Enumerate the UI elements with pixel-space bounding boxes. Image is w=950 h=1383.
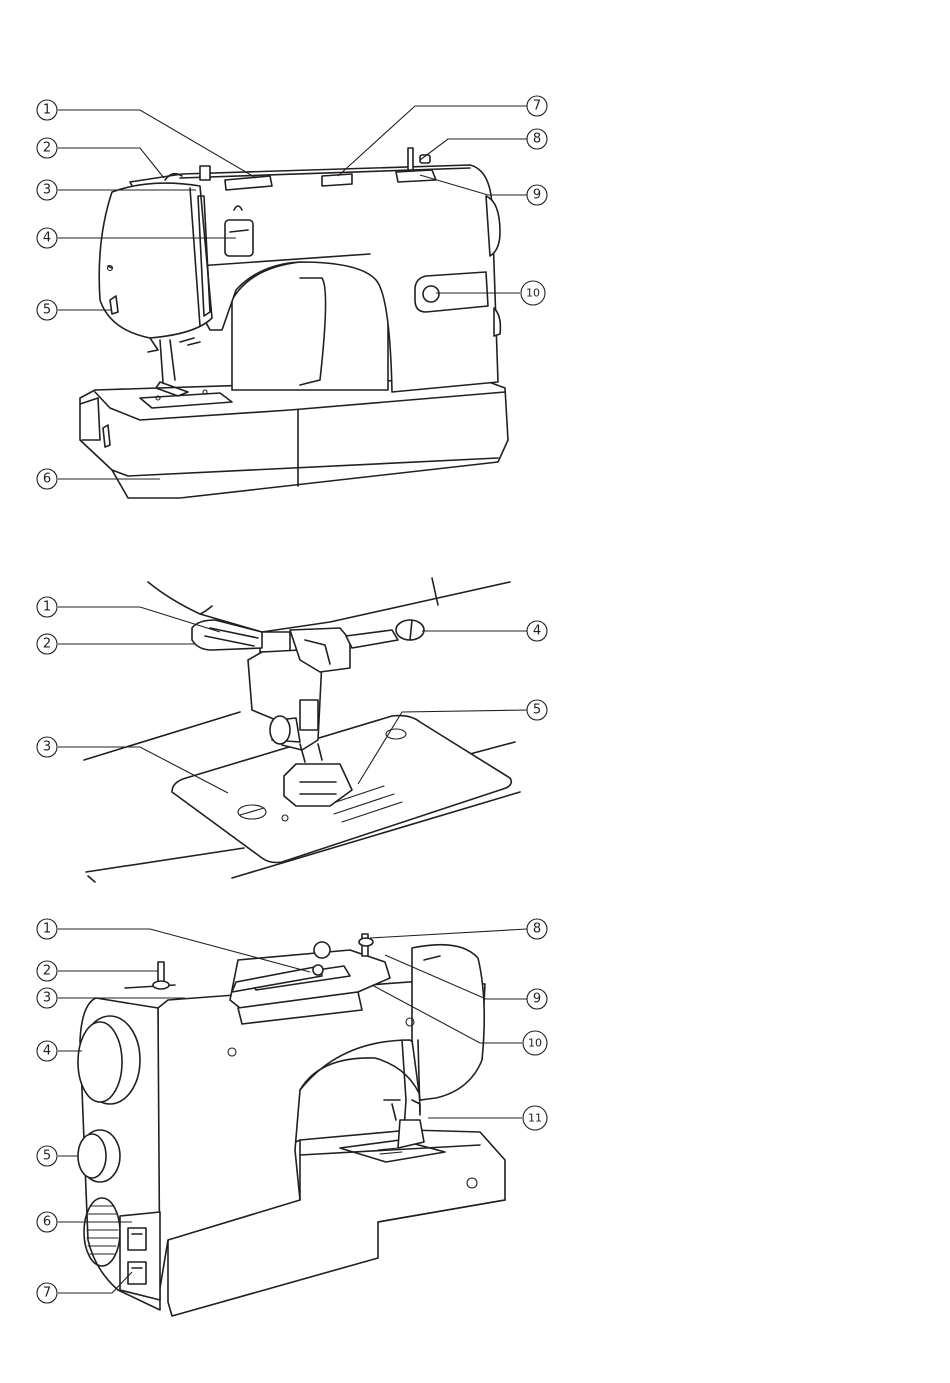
presser-foot-figure: 1 2 3 4 5 <box>37 578 547 882</box>
callout-badge: 2 <box>37 138 57 158</box>
callout-number: 4 <box>533 624 541 639</box>
callout-badge: 9 <box>527 185 547 205</box>
callout-badge: 1 <box>37 100 57 120</box>
callout-number: 1 <box>43 922 51 937</box>
callout-badge: 5 <box>527 700 547 720</box>
front-view-figure: 1 2 3 4 5 6 7 8 9 10 <box>37 96 547 498</box>
callout-number: 5 <box>533 703 541 718</box>
callout-number: 5 <box>43 1149 51 1164</box>
callout-badge: 1 <box>37 919 57 939</box>
callout-number: 11 <box>528 1112 542 1125</box>
callout-badge: 7 <box>37 1283 57 1303</box>
callout-number: 6 <box>43 1215 51 1230</box>
callout-number: 2 <box>43 964 51 979</box>
callout-badge: 7 <box>527 96 547 116</box>
callout-badge: 9 <box>527 989 547 1009</box>
callout-badge: 2 <box>37 634 57 654</box>
callout-badge: 6 <box>37 1212 57 1232</box>
callout-badge: 11 <box>523 1106 547 1130</box>
callout-number: 2 <box>43 637 51 652</box>
callout-number: 8 <box>533 132 541 147</box>
machine-front-drawing <box>80 148 508 498</box>
callout-badge: 10 <box>521 281 545 305</box>
machine-rear-drawing <box>78 934 505 1316</box>
presser-foot-drawing <box>84 578 520 882</box>
callout-badge: 4 <box>37 228 57 248</box>
callout-badge: 3 <box>37 180 57 200</box>
callout-badge: 3 <box>37 737 57 757</box>
rear-view-figure: 1 2 3 4 5 6 7 8 9 10 11 <box>37 919 547 1316</box>
callout-badge: 2 <box>37 961 57 981</box>
callout-number: 6 <box>43 472 51 487</box>
callout-badge: 4 <box>37 1041 57 1061</box>
callout-badge: 8 <box>527 919 547 939</box>
callout-number: 2 <box>43 141 51 156</box>
callout-badge: 5 <box>37 300 57 320</box>
callout-badge: 10 <box>523 1031 547 1055</box>
callout-number: 4 <box>43 231 51 246</box>
callout-number: 4 <box>43 1044 51 1059</box>
callout-number: 10 <box>526 287 540 300</box>
callout-number: 5 <box>43 303 51 318</box>
callout-number: 9 <box>533 992 541 1007</box>
callout-number: 1 <box>43 103 51 118</box>
callout-number: 8 <box>533 922 541 937</box>
callout-badge: 8 <box>527 129 547 149</box>
callout-badge: 1 <box>37 597 57 617</box>
callout-number: 7 <box>43 1286 51 1301</box>
callout-number: 3 <box>43 183 51 198</box>
callout-number: 3 <box>43 740 51 755</box>
callout-number: 1 <box>43 600 51 615</box>
callout-number: 7 <box>533 99 541 114</box>
callout-badge: 3 <box>37 988 57 1008</box>
callout-badge: 4 <box>527 621 547 641</box>
callout-number: 10 <box>528 1037 542 1050</box>
callout-number: 3 <box>43 991 51 1006</box>
callout-number: 9 <box>533 188 541 203</box>
callout-badge: 5 <box>37 1146 57 1166</box>
callout-badge: 6 <box>37 469 57 489</box>
